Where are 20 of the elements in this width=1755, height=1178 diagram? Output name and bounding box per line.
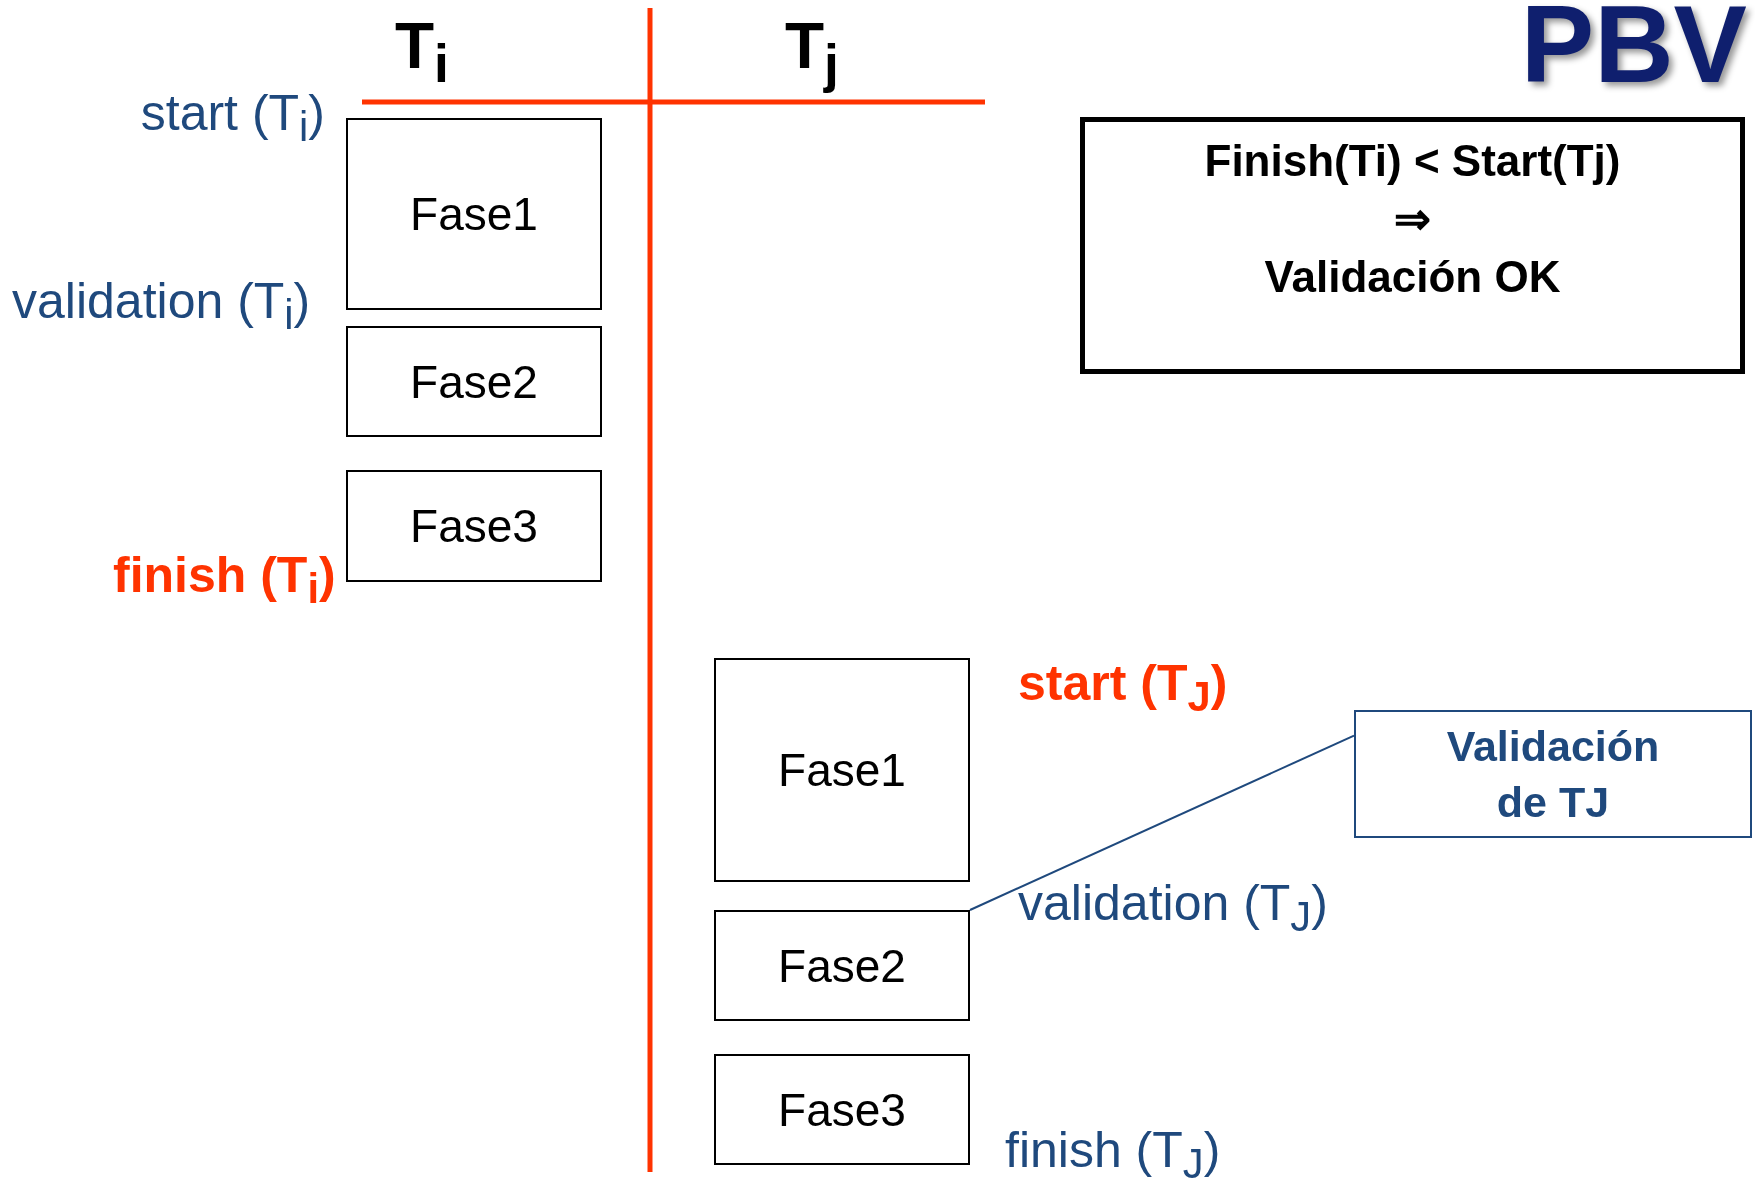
rule-text: ⇒ [1394, 193, 1431, 245]
rule-text: Validación OK [1264, 251, 1561, 303]
phase-box: Fase3 [714, 1054, 970, 1165]
phase-box: Fase1 [714, 658, 970, 882]
callout-box: Validación de TJ [1354, 710, 1752, 838]
time-point-label: finish (T$_{J}$) [1005, 1125, 1221, 1178]
time-point-label: validation (T$_{i}$) [12, 276, 311, 336]
leader-line [969, 734, 1355, 911]
rule-text: Finish(Ti) < Start(Tj) [1204, 135, 1621, 187]
time-point-label: validation (T$_{J}$) [1018, 878, 1328, 938]
title: PBV [1520, 0, 1747, 107]
phase-box: Fase1 [346, 118, 602, 310]
phase-box: Fase2 [346, 326, 602, 437]
column-header: T$_{i}$ [395, 14, 449, 91]
column-header: T$_{j}$ [785, 14, 839, 91]
time-point-label: start (T$_{i}$) [140, 88, 325, 148]
time-point-label: start (T$_{J}$) [1018, 658, 1228, 718]
phase-box: Fase2 [714, 910, 970, 1021]
phase-box: Fase3 [346, 470, 602, 582]
time-point-label: finish (T$_{i}$) [113, 550, 336, 610]
